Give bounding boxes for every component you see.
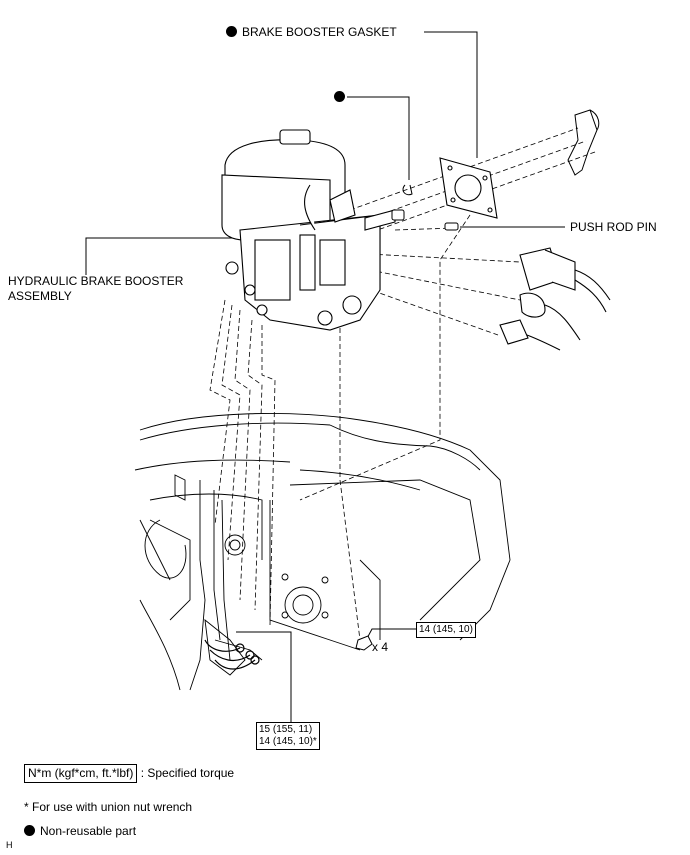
torque-legend-desc: : Specified torque [140,766,235,780]
brake-pedal-part [567,109,600,176]
push-rod-pin-label: PUSH ROD PIN [570,220,657,234]
union-torque-line1: 15 (155, 11) [259,724,313,735]
brake-lines-part [204,639,260,670]
gasket-label: BRAKE BOOSTER GASKET [226,25,397,40]
vehicle-body [134,412,511,691]
clip-non-reusable-marker [334,90,350,105]
union-torque-box: 15 (155, 11) 14 (145, 10)* [256,722,320,750]
push-rod-pin-part [391,209,459,231]
brake-booster-gasket-part [439,157,498,219]
non-reusable-legend: Non-reusable part [24,824,136,839]
corner-mark: H [6,840,13,850]
torque-legend: N*m (kgf*cm, ft.*lbf) : Specified torque [24,764,234,783]
non-reusable-bullet-icon [334,91,345,102]
assembly-label-line2: ASSEMBLY [8,289,72,303]
nut-torque-box: 14 (145, 10) [416,622,476,638]
non-reusable-legend-text: Non-reusable part [40,824,137,838]
nut-count-label: x 4 [372,640,389,654]
assembly-label-line1: HYDRAULIC BRAKE BOOSTER [8,274,184,288]
brake-booster-assembly [221,129,396,331]
union-note: * For use with union nut wrench [24,800,193,814]
non-reusable-bullet-icon [24,825,35,836]
assembly-label: HYDRAULIC BRAKE BOOSTER ASSEMBLY [8,274,183,304]
gasket-label-text: BRAKE BOOSTER GASKET [242,25,397,39]
clip-part [402,184,413,196]
non-reusable-bullet-icon [226,26,237,37]
connectors-part [499,247,611,351]
leader-lines [85,31,565,722]
torque-unit-box: N*m (kgf*cm, ft.*lbf) [24,764,138,783]
nut-part [355,635,373,651]
union-torque-line2: 14 (145, 10)* [259,736,317,747]
